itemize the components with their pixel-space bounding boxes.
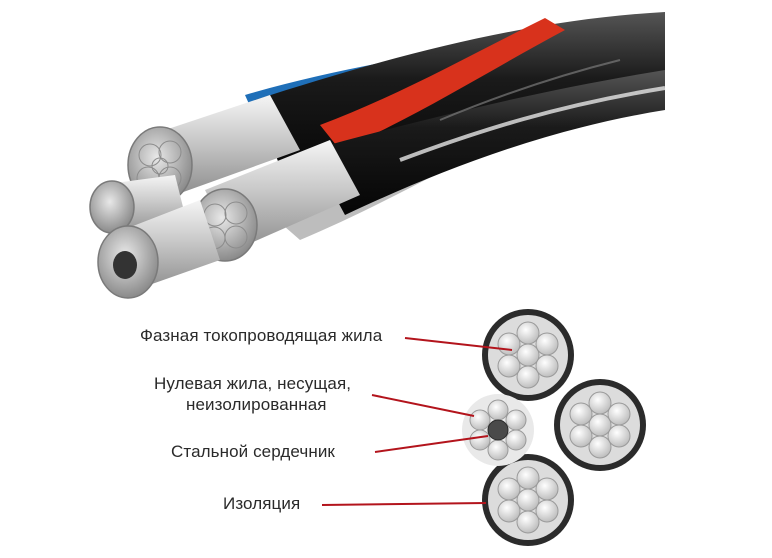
leader-line-neutral bbox=[371, 394, 475, 417]
cable-cross-section bbox=[462, 309, 646, 546]
label-neutral-line2: неизолированная bbox=[186, 395, 327, 414]
phase-core-right bbox=[554, 379, 646, 471]
label-neutral-line1: Нулевая жила, несущая, bbox=[154, 374, 352, 393]
steel-core bbox=[487, 419, 509, 441]
leader-line-steel bbox=[374, 435, 489, 453]
conductor-end-small bbox=[89, 180, 135, 234]
leader-line-insulation bbox=[321, 502, 487, 506]
leader-line-phase bbox=[404, 337, 513, 351]
phase-core-top bbox=[482, 309, 574, 401]
neutral-bare-core bbox=[462, 394, 534, 466]
leader-lines bbox=[321, 337, 513, 506]
cable-bundle-illustration bbox=[89, 12, 666, 299]
label-steel-core: Стальной сердечник bbox=[171, 442, 335, 461]
label-insulation: Изоляция bbox=[223, 494, 301, 513]
phase-core-bottom bbox=[482, 454, 574, 546]
red-stripe bbox=[320, 18, 565, 150]
label-phase-conductor: Фазная токопроводящая жила bbox=[140, 326, 383, 345]
